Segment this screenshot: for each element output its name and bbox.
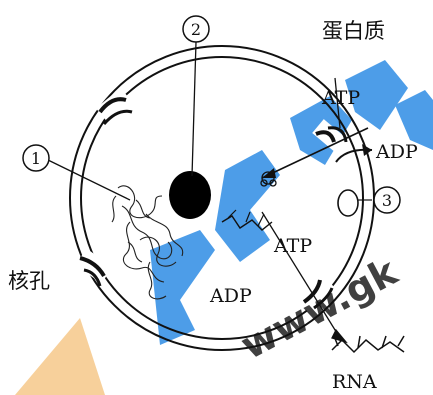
nuclear-pore-upper-right [312,119,350,155]
watermark-yellow-shape [15,318,105,395]
label-adp-inner: ADP [209,285,252,307]
label-atp-top: ATP [321,87,360,109]
nuclear-pore-upper-left [95,87,133,126]
label-protein: 蛋白质 [322,19,385,43]
pointer-protein [334,77,341,129]
chromatin [111,185,184,300]
marker-1: 1 [22,144,50,172]
pointer-marker-2 [191,41,197,177]
marker-2: 2 [182,15,210,43]
imported-protein [260,171,277,187]
rna-inside [221,215,273,231]
svg-text:3: 3 [382,191,392,210]
inner-membrane [80,56,364,340]
label-atp-inner: ATP [273,235,312,257]
svg-text:2: 2 [191,20,201,39]
label-nuclear-pore: 核孔 [8,269,50,293]
marker-3: 3 [373,186,401,214]
structure-3-oval [337,189,359,217]
nuclear-pore-left [75,248,113,287]
nuclear-pore-lower-right [297,276,339,316]
pointer-rna-transport [261,211,341,339]
adp-release-arrowhead-top [362,144,372,156]
svg-text:1: 1 [31,149,41,168]
pointer-lines [47,41,348,344]
pointer-marker-1 [47,159,131,201]
nucleolus [169,171,211,219]
label-rna: RNA [332,371,377,393]
label-adp-top: ADP [375,141,418,163]
nuclear-pores [75,87,350,316]
rna-exported [331,335,405,354]
protein-import-arrow [261,127,369,179]
